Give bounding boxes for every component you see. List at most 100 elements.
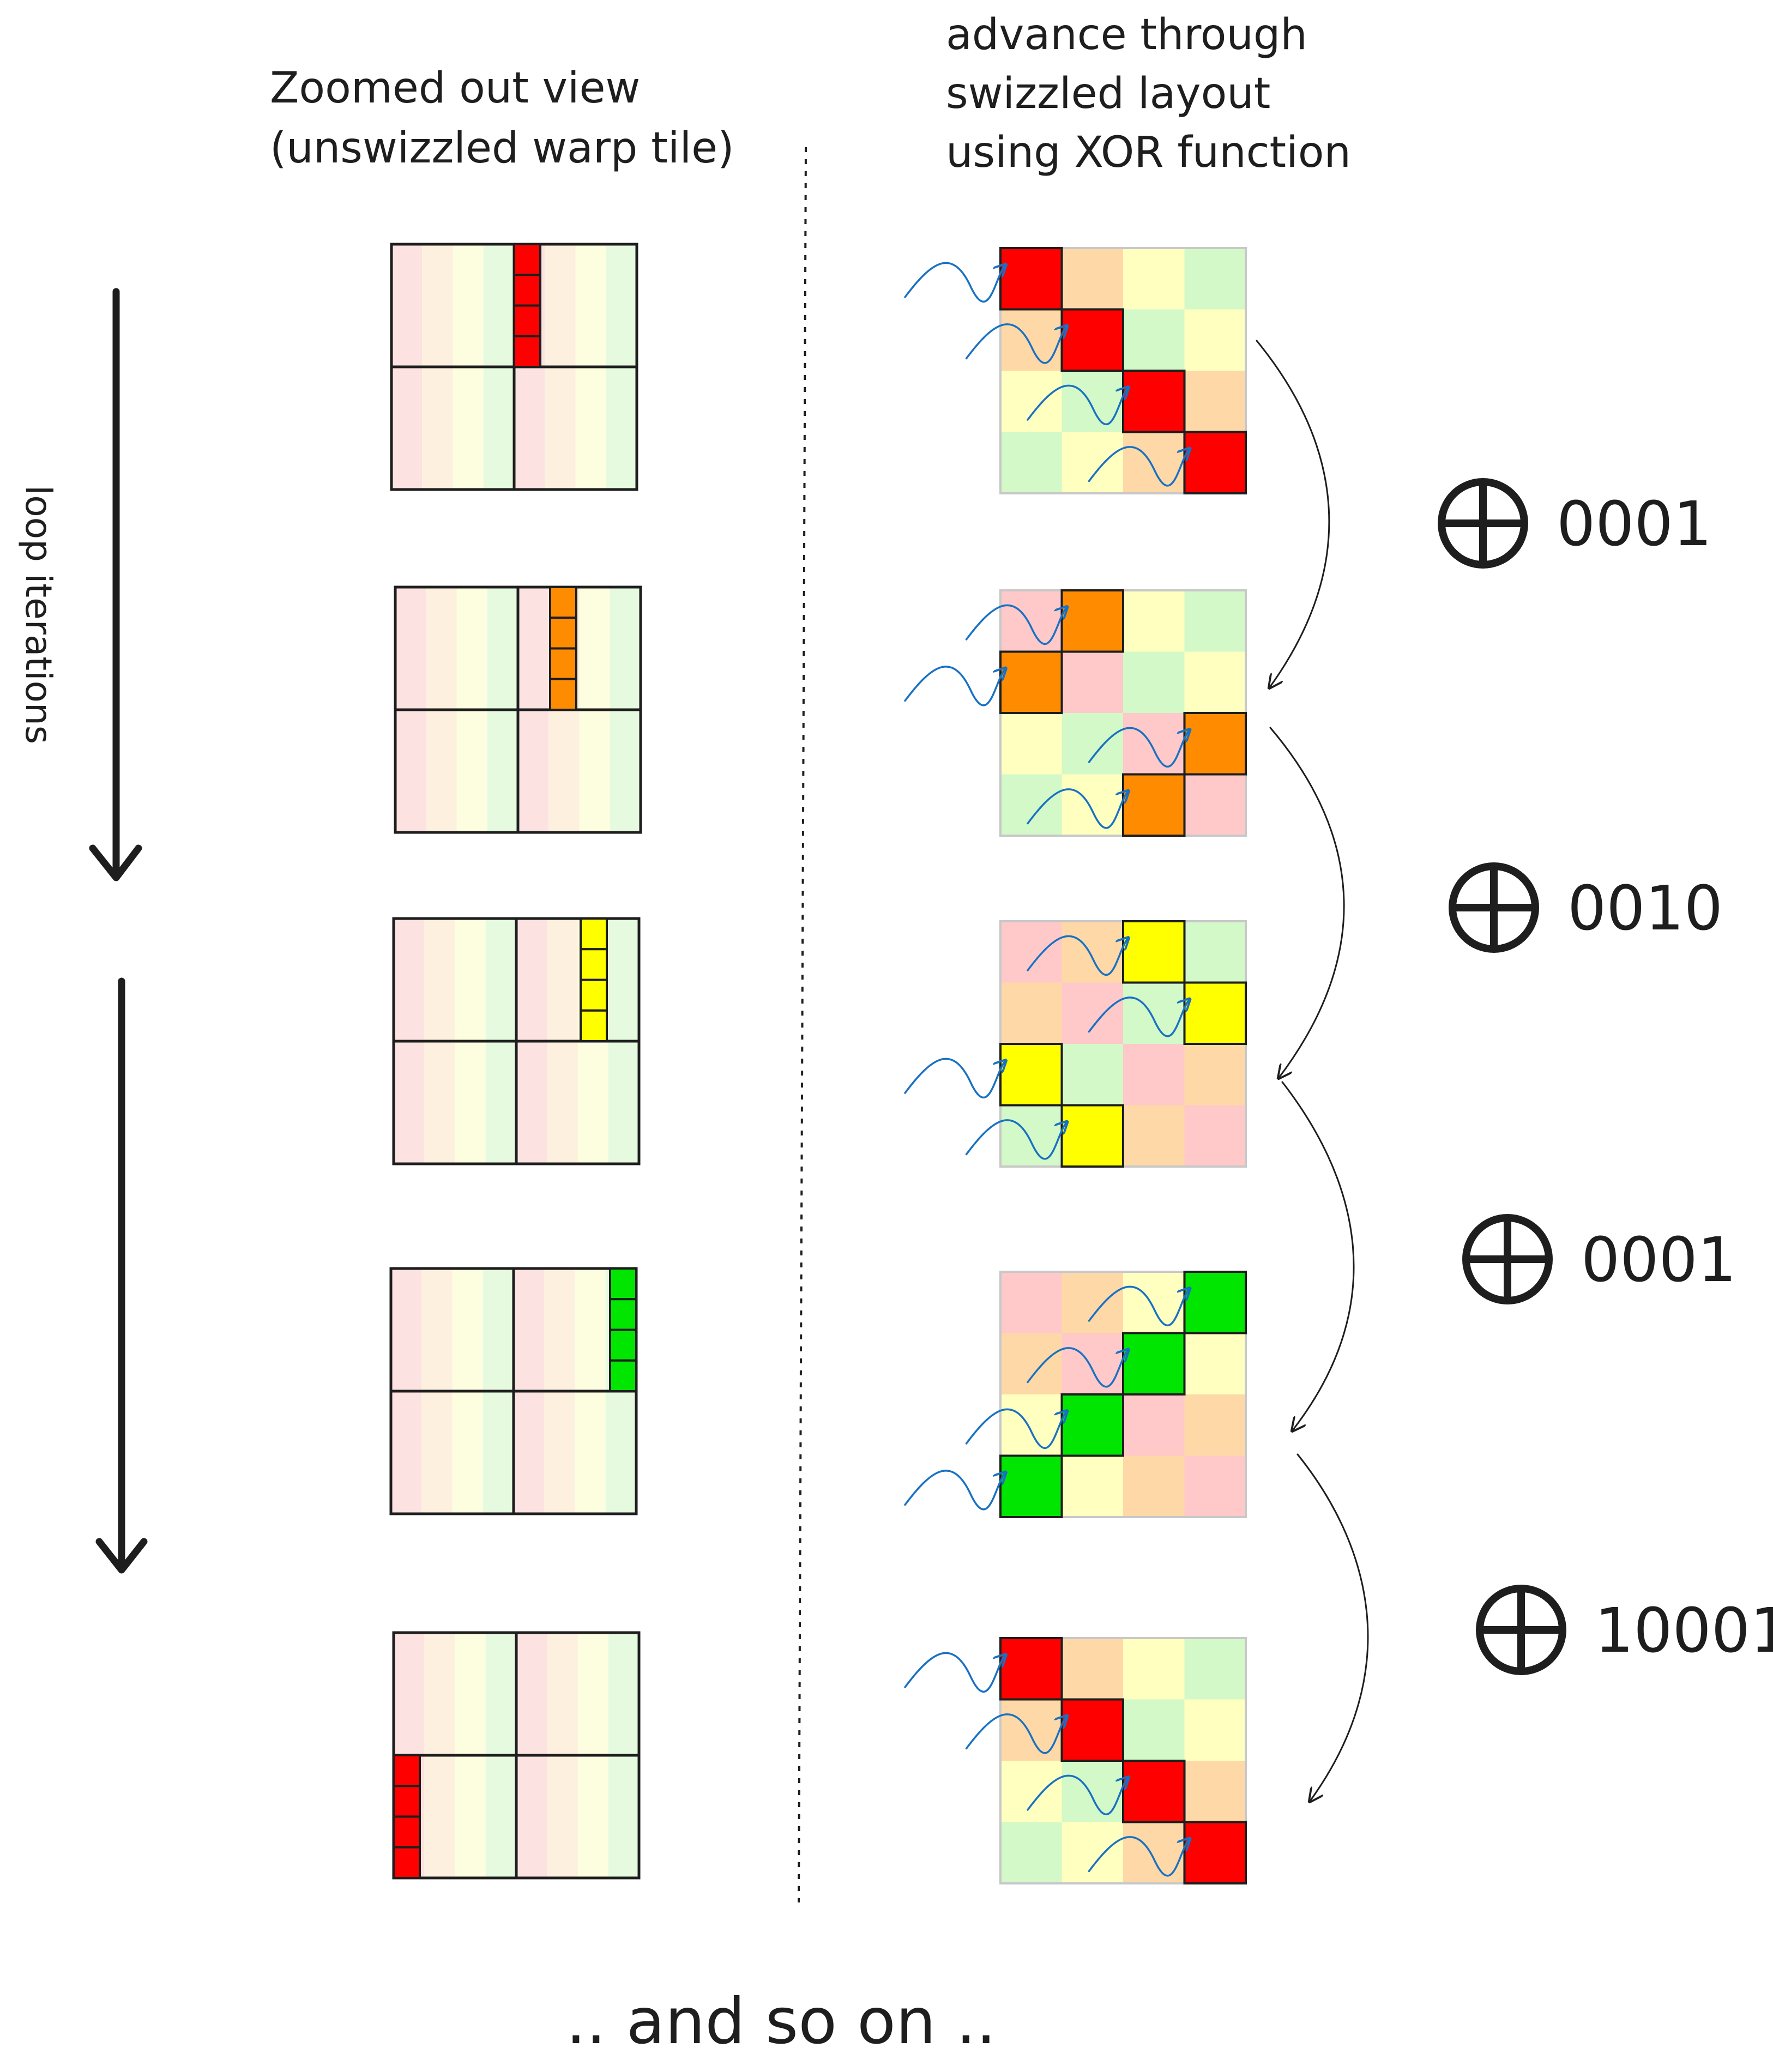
warp-cell <box>513 243 541 276</box>
color-stripe <box>608 919 639 1041</box>
warp-cell <box>393 1785 421 1818</box>
accessed-cell <box>1122 370 1186 433</box>
color-stripe <box>606 244 637 367</box>
xor-value: 0001 <box>1581 1225 1736 1296</box>
color-stripe <box>518 710 549 832</box>
warp-cell <box>549 647 577 680</box>
thread-access-arrow <box>904 263 1006 303</box>
left-heading: Zoomed out view (unswizzled warp tile) <box>270 64 734 173</box>
swizzled-tile <box>904 589 1247 837</box>
color-stripe <box>545 244 576 367</box>
color-stripe <box>575 367 606 490</box>
color-stripe <box>545 367 576 490</box>
bank-cell <box>1123 1455 1185 1517</box>
color-stripe <box>391 1391 422 1514</box>
bank-cell <box>1123 651 1185 713</box>
warp-cell <box>580 948 608 981</box>
accessed-cell <box>1183 981 1247 1045</box>
bank-cell <box>1000 1761 1062 1822</box>
unswizzled-warp-tiles <box>389 243 642 1880</box>
color-stripe <box>516 919 547 1041</box>
accessed-cell <box>999 1043 1063 1107</box>
bank-cell <box>1062 1455 1123 1517</box>
right-heading: advance through swizzled layout using XO… <box>946 10 1351 177</box>
swizzled-layout-tiles <box>904 247 1247 1884</box>
warp-cell <box>580 1009 608 1042</box>
warp-cell <box>393 1846 421 1879</box>
tile-border <box>999 1271 1247 1518</box>
color-stripe <box>421 1391 453 1514</box>
bank-cell <box>1184 1638 1246 1700</box>
bank-cell <box>1184 1761 1246 1822</box>
swizzled-tile <box>904 1271 1247 1518</box>
thread-access-arrow <box>904 1059 1006 1099</box>
thread-access-arrow <box>904 1471 1006 1511</box>
color-stripe <box>422 244 453 367</box>
warp-tile <box>389 1267 638 1515</box>
thread-access-arrow <box>1027 789 1129 829</box>
color-stripe <box>577 1041 608 1164</box>
color-stripe <box>394 1633 425 1755</box>
color-stripe <box>575 244 606 367</box>
bank-cell <box>1062 248 1123 310</box>
accessed-cell <box>1060 308 1124 372</box>
color-stripe <box>391 367 423 490</box>
xor-value: 0001 <box>1557 489 1712 560</box>
bank-cell <box>1000 921 1062 983</box>
bank-cell <box>1123 590 1185 652</box>
loop-arrow-2 <box>95 977 148 1574</box>
color-stripe <box>426 710 457 832</box>
warp-cell <box>549 586 577 619</box>
color-stripe <box>575 1391 606 1514</box>
color-stripe <box>453 244 484 367</box>
bank-cell <box>1062 982 1123 1044</box>
thread-access-arrow <box>1088 728 1190 768</box>
color-stripe <box>487 710 518 832</box>
thread-access-arrow <box>1027 385 1129 426</box>
quadrant <box>516 708 642 834</box>
swizzled-tile <box>904 1637 1247 1884</box>
bank-cell <box>1062 1272 1123 1333</box>
color-stripe <box>483 1391 514 1514</box>
accessed-cell <box>1183 431 1247 494</box>
bank-cell <box>1184 590 1246 652</box>
color-stripe <box>577 1633 608 1755</box>
xor-icon <box>1476 1585 1566 1675</box>
column-divider <box>798 147 807 1903</box>
color-stripe <box>514 367 545 490</box>
tile-border <box>999 247 1247 494</box>
accessed-cell <box>1183 1271 1247 1334</box>
bank-cell <box>1062 1638 1123 1700</box>
tile-border <box>999 1637 1247 1884</box>
accessed-cell <box>1122 773 1186 837</box>
right-heading-line2: swizzled layout <box>946 69 1270 118</box>
color-stripe <box>424 919 455 1041</box>
thread-access-arrow <box>1088 447 1190 487</box>
xor-value: 10001 <box>1595 1596 1773 1666</box>
bank-cell <box>1184 774 1246 836</box>
color-stripe <box>456 710 487 832</box>
accessed-cell <box>1183 712 1247 776</box>
xor-operation: 0010 <box>1449 862 1723 953</box>
thread-access-arrow <box>965 605 1068 645</box>
warp-cell <box>580 978 608 1012</box>
warp-tile <box>392 1631 641 1880</box>
color-stripe <box>422 367 453 490</box>
color-stripe <box>575 1268 606 1391</box>
iteration-connector <box>1281 1081 1355 1431</box>
accessed-cell <box>999 1454 1063 1518</box>
bank-cell <box>1000 774 1062 836</box>
warp-cell <box>609 1298 637 1331</box>
color-stripe <box>544 1268 575 1391</box>
bank-cell <box>1000 1394 1062 1456</box>
bank-cell <box>1123 248 1185 310</box>
bank-cell <box>1184 309 1246 371</box>
bank-cell <box>1184 1105 1246 1167</box>
bank-cell <box>1123 1394 1185 1456</box>
accessed-cell <box>999 650 1063 714</box>
warp-tile <box>390 243 638 491</box>
accessed-cell <box>1060 1698 1124 1762</box>
color-stripe <box>608 1633 639 1755</box>
quadrant <box>515 1040 641 1165</box>
color-stripe <box>424 1633 455 1755</box>
